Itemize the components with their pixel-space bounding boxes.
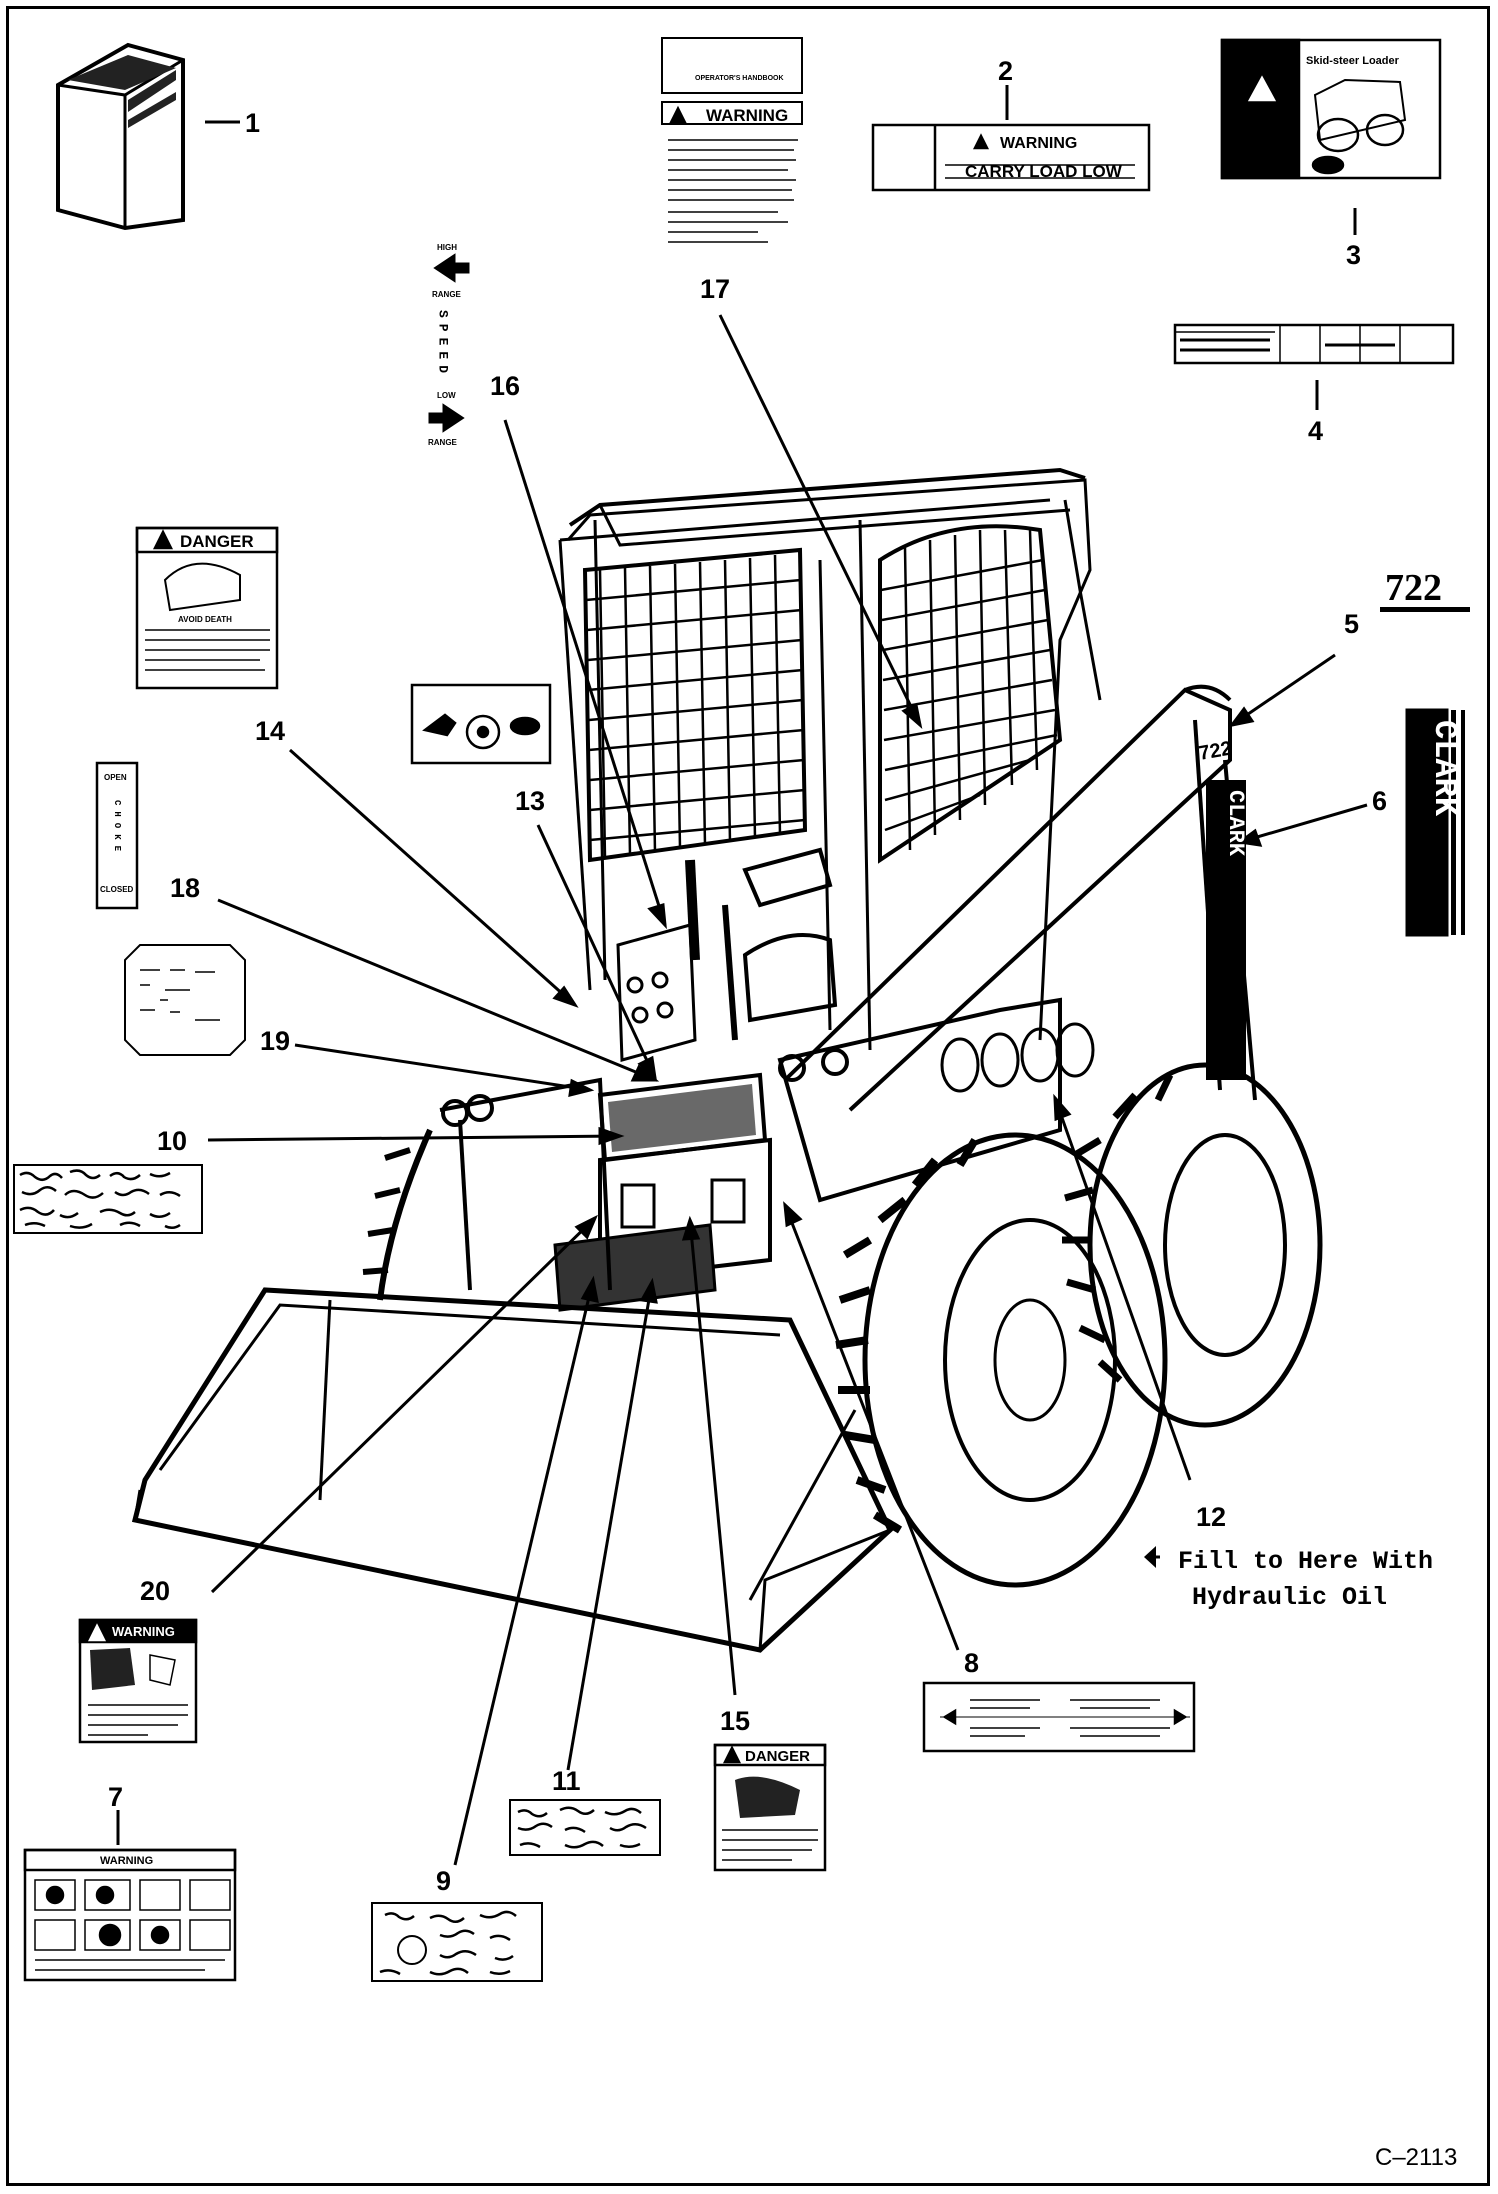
leader-lines <box>116 85 1368 1866</box>
speed-range-top-label: RANGE <box>432 290 462 299</box>
callout-15: 15 <box>720 1706 750 1736</box>
hydraulic-oil-note-line-1: Fill to Here With <box>1178 1547 1433 1576</box>
callout-20: 20 <box>140 1576 170 1606</box>
decal-3-title: Skid-steer Loader <box>1306 55 1400 67</box>
cab-grill-left <box>582 547 808 863</box>
danger-decal-avoid-death: AVOID DEATH <box>178 615 232 624</box>
choke-open-label: OPEN <box>104 773 127 782</box>
rear-tire <box>1062 1062 1323 1428</box>
callout-17: 17 <box>700 274 730 304</box>
callout-7: 7 <box>108 1782 123 1812</box>
callout-19: 19 <box>260 1026 290 1056</box>
decal-15-danger <box>713 1743 827 1872</box>
decal-2-carry-load-low <box>871 123 1151 192</box>
handbook-warning-header: WARNING <box>706 106 788 125</box>
decal-2-carry-load-low-text: CARRY LOAD LOW <box>965 162 1123 181</box>
danger-decal-header: DANGER <box>180 532 254 551</box>
callout-numbers: 1 2 3 4 5 6 7 8 9 10 11 12 13 14 15 16 1… <box>108 56 1387 1896</box>
speed-word-vertical: SPEED <box>436 310 451 379</box>
callout-13: 13 <box>515 786 545 816</box>
decal-7-warning-multi <box>23 1848 237 1982</box>
speed-high-label: HIGH <box>437 243 457 252</box>
decal-2-warning-header: WARNING <box>1000 135 1077 152</box>
callout-8: 8 <box>964 1648 979 1678</box>
decal-11-pattern <box>509 1799 661 1856</box>
decal-15-header: DANGER <box>745 1748 810 1765</box>
bucket <box>131 1287 894 1653</box>
callout-3: 3 <box>1346 240 1361 270</box>
callout-9: 9 <box>436 1866 451 1896</box>
decal-speed-range <box>428 253 470 433</box>
decal-7-header: WARNING <box>100 1855 153 1867</box>
callout-16: 16 <box>490 371 520 401</box>
diagram-frame <box>6 6 1490 2186</box>
figure-id: C–2113 <box>1375 2144 1457 2171</box>
callout-4: 4 <box>1308 416 1323 446</box>
decal-3-skid-steer-book <box>1220 38 1442 180</box>
choke-closed-label: CLOSED <box>100 885 134 894</box>
decal-4-strip <box>1173 323 1455 365</box>
cab-grill-right <box>878 524 1063 864</box>
callout-11: 11 <box>552 1766 581 1796</box>
decal-8-lever-lock <box>922 1681 1196 1753</box>
decal-5-model-number: 722 <box>1385 567 1442 609</box>
left-arrow-icon <box>1144 1546 1156 1568</box>
callout-1: 1 <box>245 108 260 138</box>
decal-20-header: WARNING <box>112 1624 175 1639</box>
decal-operators-handbook <box>661 37 803 243</box>
decal-9-pattern <box>371 1902 543 1982</box>
decal-6-clark-strip <box>1405 708 1465 937</box>
decal-throttle-fast-slow <box>410 683 552 765</box>
loader-illustration <box>131 467 1323 1653</box>
callout-12: 12 <box>1196 1502 1226 1532</box>
callout-14: 14 <box>255 716 285 746</box>
decal-10-pattern <box>13 1164 203 1234</box>
callout-10: 10 <box>157 1126 187 1156</box>
loader-brand-decal: CLARK <box>1223 790 1248 857</box>
speed-low-label: LOW <box>437 391 456 400</box>
decal-danger-avoid-death <box>135 526 279 690</box>
callout-2: 2 <box>998 56 1013 86</box>
callout-18: 18 <box>170 873 200 903</box>
decal-20-warning <box>78 1618 198 1744</box>
decal-1-box <box>56 42 185 231</box>
callout-5: 5 <box>1344 609 1359 639</box>
decal-6-brand: CLARK <box>1426 720 1463 817</box>
handbook-title: OPERATOR'S HANDBOOK <box>695 75 784 82</box>
callout-6: 6 <box>1372 786 1387 816</box>
decal-18-label <box>124 944 246 1056</box>
hydraulic-oil-note-line-2: Hydraulic Oil <box>1192 1583 1387 1612</box>
decal-choke <box>95 761 139 910</box>
choke-word-vertical: CHOKE <box>112 800 122 857</box>
speed-range-bottom-label: RANGE <box>428 438 458 447</box>
